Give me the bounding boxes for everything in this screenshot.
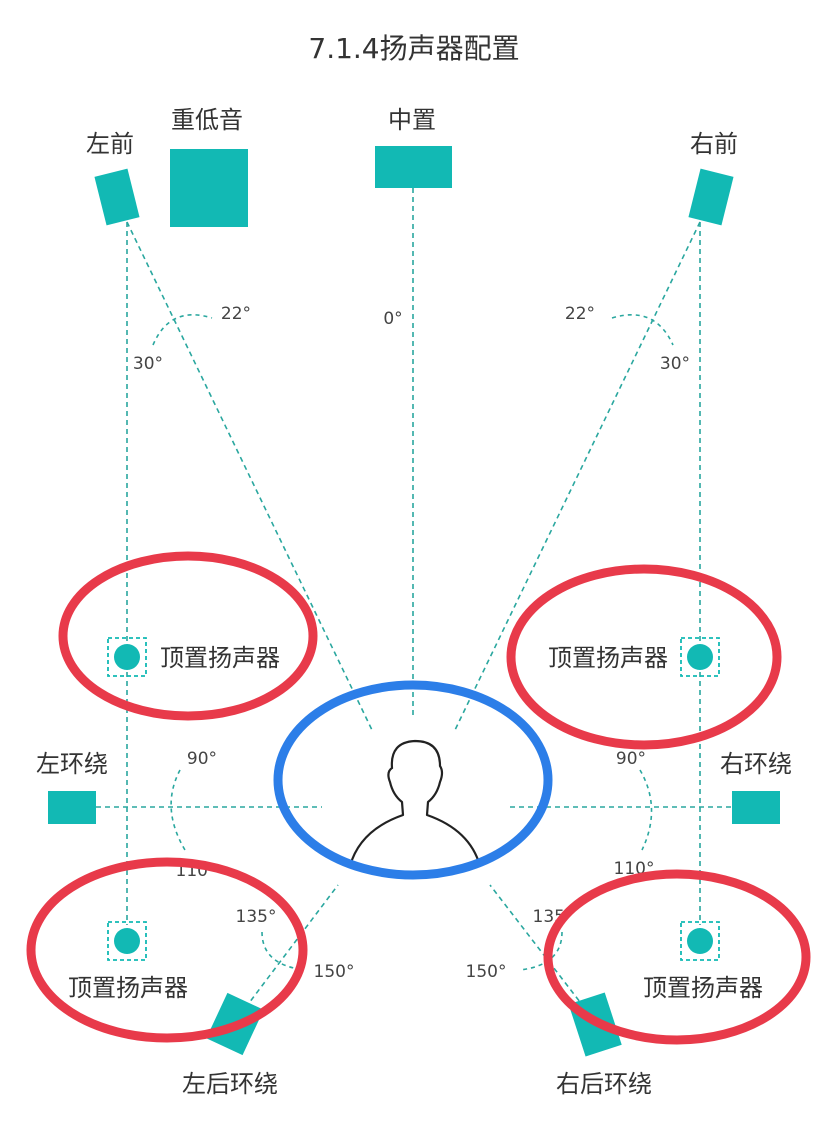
angle-label-left-90: 90° <box>187 749 217 769</box>
front-left-speaker-shape <box>94 168 140 226</box>
top-front-left-highlight <box>58 551 318 721</box>
front-left-label: 左前 <box>86 130 134 158</box>
top-front-left-box <box>107 637 147 677</box>
angle-label-right-90: 90° <box>616 749 646 769</box>
speaker-surround-right: 右环绕 <box>720 750 792 824</box>
top-rear-left-dot <box>114 928 140 954</box>
front-right-angle-line <box>454 221 701 731</box>
angle-label-left-22: 22° <box>221 304 251 324</box>
rear-right-angle-line <box>489 884 591 1016</box>
angle-label-right-22: 22° <box>565 304 595 324</box>
top-rear-right-label: 顶置扬声器 <box>643 974 763 1002</box>
center-label: 中置 <box>388 106 436 134</box>
surround-right-shape <box>732 791 780 824</box>
top-speaker-rear-left: 顶置扬声器 <box>68 921 188 1002</box>
top-rear-right-dot <box>687 928 713 954</box>
top-rear-right-box <box>680 921 720 961</box>
subwoofer-shape <box>170 149 248 227</box>
subwoofer-label: 重低音 <box>171 106 243 134</box>
top-front-right-box <box>680 637 720 677</box>
angle-label-right-150: 150° <box>466 962 507 982</box>
top-front-left-label: 顶置扬声器 <box>160 644 280 672</box>
angle-labels: 0° 22° 30° 22° 30° 90° 90° 110° 110° 135… <box>133 304 690 982</box>
guide-lines <box>96 188 732 1016</box>
right-front-arc <box>611 314 674 346</box>
speaker-front-right: 右前 <box>688 130 738 226</box>
angle-label-left-150: 150° <box>314 962 355 982</box>
diagram-title: 7.1.4扬声器配置 <box>308 32 519 65</box>
speaker-center: 中置 <box>375 106 452 188</box>
top-front-right-label: 顶置扬声器 <box>548 644 668 672</box>
top-rear-left-highlight <box>26 857 308 1043</box>
surround-left-shape <box>48 791 96 824</box>
angle-label-left-30: 30° <box>133 354 163 374</box>
left-surround-arc <box>170 769 186 851</box>
center-speaker-shape <box>375 146 452 188</box>
top-speaker-rear-right: 顶置扬声器 <box>643 921 763 1002</box>
top-rear-left-box <box>107 921 147 961</box>
rear-left-label: 左后环绕 <box>182 1070 278 1098</box>
right-surround-arc <box>639 769 653 851</box>
front-right-label: 右前 <box>690 130 738 158</box>
front-left-angle-line <box>126 221 373 731</box>
top-front-right-dot <box>687 644 713 670</box>
speaker-front-left: 左前 <box>86 130 140 226</box>
angle-label-center: 0° <box>383 309 402 329</box>
surround-left-label: 左环绕 <box>36 750 108 778</box>
top-front-left-dot <box>114 644 140 670</box>
top-rear-right-highlight <box>543 869 811 1045</box>
angle-label-right-30: 30° <box>660 354 690 374</box>
listener-head <box>348 739 482 868</box>
rear-left-angle-line <box>239 884 339 1016</box>
left-front-arc <box>152 314 213 346</box>
speaker-surround-left: 左环绕 <box>36 750 108 824</box>
top-front-right-highlight <box>506 564 782 750</box>
listener-person-icon <box>348 739 482 868</box>
angle-label-left-135: 135° <box>236 907 277 927</box>
top-speaker-front-right: 顶置扬声器 <box>548 637 720 677</box>
front-right-speaker-shape <box>688 168 734 226</box>
top-rear-left-label: 顶置扬声器 <box>68 974 188 1002</box>
top-speaker-front-left: 顶置扬声器 <box>107 637 280 677</box>
speaker-subwoofer: 重低音 <box>170 106 248 227</box>
listener-highlight-ring <box>273 680 553 880</box>
surround-right-label: 右环绕 <box>720 750 792 778</box>
rear-right-label: 右后环绕 <box>556 1070 652 1098</box>
